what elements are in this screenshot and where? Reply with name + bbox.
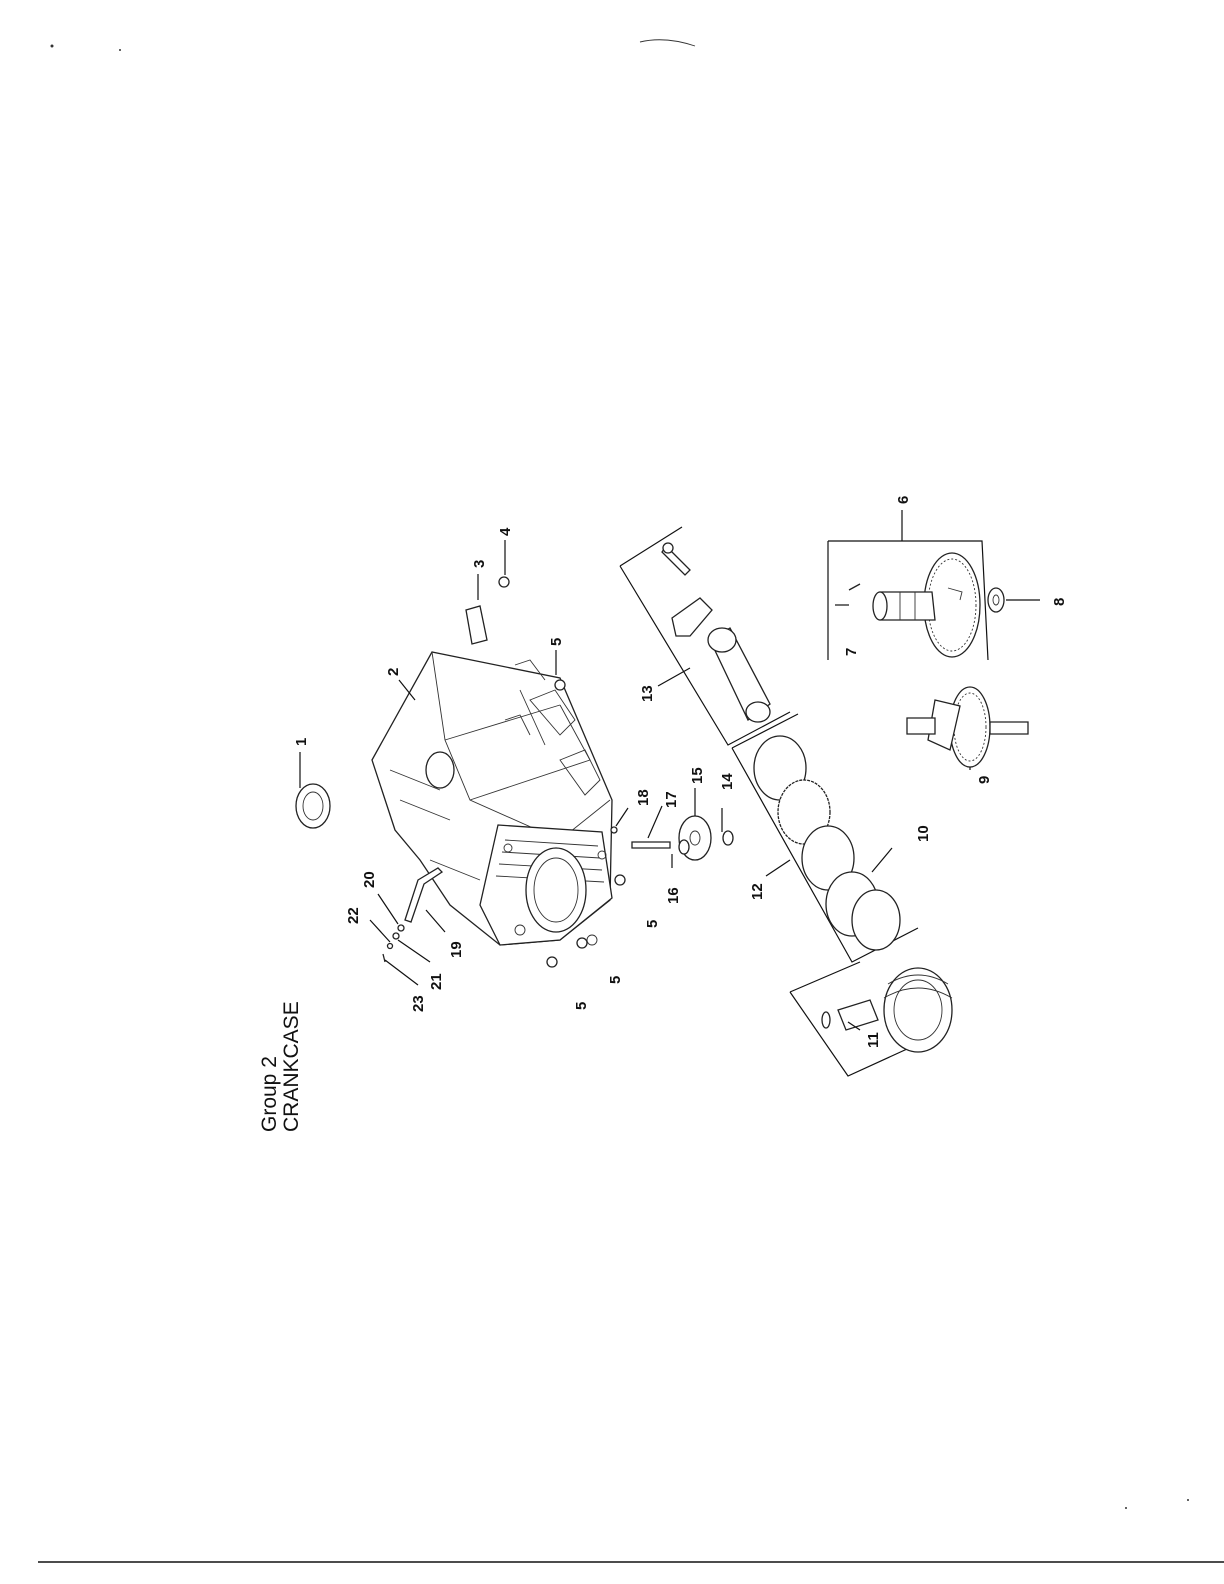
callout-21: 21 (428, 973, 445, 990)
plug-part (614, 874, 626, 886)
callout-5a: 5 (548, 638, 565, 646)
plug-part (576, 937, 588, 949)
plug-part (554, 679, 566, 691)
breather-nut-part (386, 942, 394, 950)
callout-17: 17 (663, 791, 680, 808)
piston-group-frame (789, 961, 919, 1077)
governor-pin-part (610, 826, 618, 834)
governor-shaft-part (631, 841, 671, 849)
piston-ring-set-part (753, 735, 901, 951)
camshaft-washer-part (987, 587, 1005, 613)
bracket-part (465, 605, 488, 645)
callout-13: 13 (639, 685, 656, 702)
camshaft-pin-part (848, 583, 861, 591)
connecting-rod-part (661, 542, 771, 723)
breather-screw-part (382, 953, 386, 963)
callout-5c: 5 (607, 976, 624, 984)
callout-12: 12 (749, 883, 766, 900)
callout-18: 18 (635, 789, 652, 806)
breather-clip-part (397, 924, 405, 932)
callout-14: 14 (719, 773, 736, 790)
piston-ring-group-frame (731, 713, 919, 963)
leader-lines (299, 510, 1040, 1031)
crankshaft-part (906, 686, 1029, 768)
callout-9: 9 (976, 776, 993, 784)
scan-speck (119, 49, 121, 51)
callout-16: 16 (665, 887, 682, 904)
callout-3: 3 (471, 560, 488, 568)
callout-6: 6 (895, 496, 912, 504)
oil-seal-part (295, 783, 331, 829)
callout-19: 19 (448, 941, 465, 958)
breather-washer-part (392, 932, 400, 940)
callout-23: 23 (410, 995, 427, 1012)
callout-2: 2 (385, 668, 402, 676)
scan-speck (1187, 1499, 1189, 1501)
governor-washer-part (678, 839, 690, 855)
nut-part (498, 576, 510, 588)
callout-5b: 5 (644, 920, 661, 928)
scan-speck (50, 44, 54, 48)
plug-part (546, 956, 558, 968)
crankcase-block-part (371, 651, 613, 946)
callout-20: 20 (361, 871, 378, 888)
scan-speck (639, 39, 696, 47)
callout-11: 11 (865, 1032, 882, 1048)
callout-5d: 5 (573, 1002, 590, 1010)
callout-15: 15 (689, 767, 706, 784)
callout-22: 22 (345, 907, 362, 924)
breather-tube-part (404, 867, 444, 923)
callout-4: 4 (497, 527, 514, 536)
connecting-rod-group-frame (619, 526, 791, 746)
callout-8: 8 (1051, 598, 1068, 606)
callout-1: 1 (293, 738, 310, 746)
callout-7: 7 (843, 648, 860, 656)
piston-assembly-part (821, 967, 953, 1053)
camshaft-group-frame (827, 540, 989, 661)
camshaft-part (872, 552, 981, 658)
governor-bolt-part (722, 830, 734, 846)
scan-speck (1125, 1507, 1127, 1509)
callout-10: 10 (915, 825, 932, 842)
